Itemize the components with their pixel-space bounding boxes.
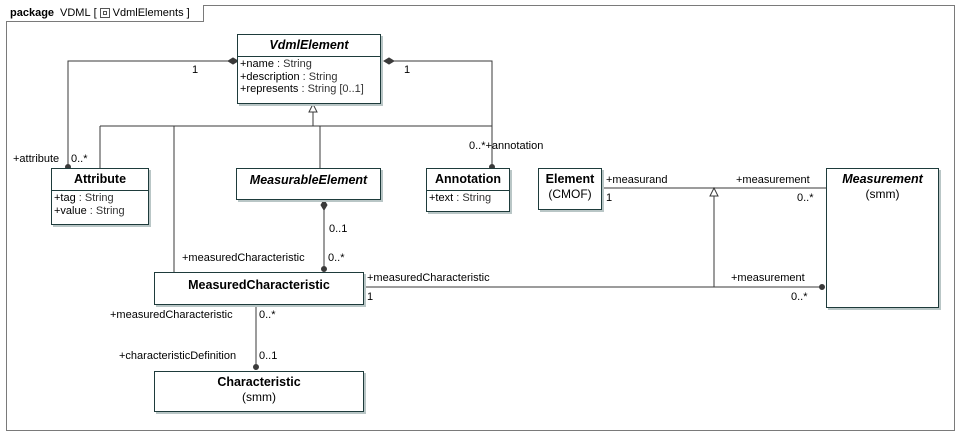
- association-measured-characteristic: [253, 305, 259, 370]
- multiplicity-label: 0..*: [797, 192, 814, 204]
- class-stereotype: (CMOF): [548, 187, 592, 201]
- class-name: Measurement: [842, 172, 923, 186]
- class-attribute[interactable]: Attribute +tag : String +value : String: [51, 168, 149, 225]
- attribute-row: +value : String: [54, 204, 125, 217]
- attribute-row: +name : String: [240, 58, 312, 70]
- composition-measurable-measured: [320, 199, 328, 272]
- multiplicity-label: 0..*: [259, 309, 276, 321]
- diagram-name: VdmlElements: [112, 7, 184, 19]
- role-label: +measurand: [606, 174, 668, 186]
- role-label: +measuredCharacteristic: [110, 309, 233, 321]
- attribute-row: +tag : String: [54, 192, 114, 204]
- class-name: Annotation: [435, 172, 501, 186]
- class-stereotype: (smm): [242, 390, 276, 404]
- multiplicity-label: 1: [192, 64, 199, 76]
- multiplicity-label: 0..*: [328, 252, 345, 264]
- attribute-row: +description : String: [240, 70, 338, 83]
- role-label: +measurement: [731, 272, 805, 284]
- multiplicity-label: 0..1: [329, 223, 348, 235]
- bracket-close: ]: [186, 7, 190, 19]
- class-vdmlelement[interactable]: VdmlElement +name : String +description …: [237, 34, 381, 104]
- class-name: MeasuredCharacteristic: [188, 278, 330, 292]
- class-characteristic[interactable]: Characteristic (smm): [154, 371, 364, 412]
- composition-vdml-attribute: [65, 57, 239, 170]
- multiplicity-label: 1: [404, 64, 411, 76]
- package-tab: package VDML [ VdmlElements ]: [6, 5, 204, 22]
- class-name: Characteristic: [217, 375, 301, 389]
- attribute-compartment: +tag : String +value : String: [52, 190, 148, 218]
- class-diagram-icon: [99, 8, 110, 18]
- role-label: +measurement: [736, 174, 810, 186]
- class-name: VdmlElement: [269, 38, 349, 52]
- multiplicity-label: 1: [367, 291, 374, 303]
- class-measurement[interactable]: Measurement (smm): [826, 168, 939, 308]
- class-measuredcharacteristic[interactable]: MeasuredCharacteristic: [154, 272, 364, 305]
- class-name: Attribute: [73, 172, 127, 186]
- multiplicity-label: 1: [606, 192, 613, 204]
- role-label: +attribute: [13, 153, 60, 165]
- role-label: +characteristicDefinition: [119, 350, 237, 362]
- package-name: VDML: [60, 7, 91, 19]
- attribute-compartment: +name : String +description : String +re…: [238, 56, 380, 97]
- multiplicity-label: 0..1: [259, 350, 278, 362]
- class-annotation[interactable]: Annotation +text : String: [426, 168, 510, 212]
- class-stereotype: (smm): [865, 187, 900, 201]
- multiplicity-label: 0..*: [791, 291, 808, 303]
- association-measured-measurement: [364, 284, 825, 290]
- role-label: 0..*+annotation: [469, 140, 544, 152]
- attribute-row: +represents : String [0..1]: [240, 83, 364, 95]
- multiplicity-label: 0..*: [71, 153, 88, 165]
- attribute-row: +text : String: [429, 192, 492, 204]
- role-label: +measuredCharacteristic: [182, 252, 305, 264]
- package-keyword: package: [10, 7, 55, 19]
- class-name: Element: [545, 172, 595, 186]
- package-frame: [6, 5, 955, 431]
- bracket-open: [: [93, 7, 97, 19]
- role-label: +measuredCharacteristic: [367, 272, 490, 284]
- generalization-to-association: [709, 186, 719, 287]
- composition-vdml-annotation: [383, 57, 495, 170]
- attribute-compartment: +text : String: [427, 190, 509, 206]
- class-element[interactable]: Element (CMOF): [538, 168, 602, 210]
- class-name: MeasurableElement: [249, 173, 368, 187]
- class-measurableelement[interactable]: MeasurableElement: [236, 168, 381, 200]
